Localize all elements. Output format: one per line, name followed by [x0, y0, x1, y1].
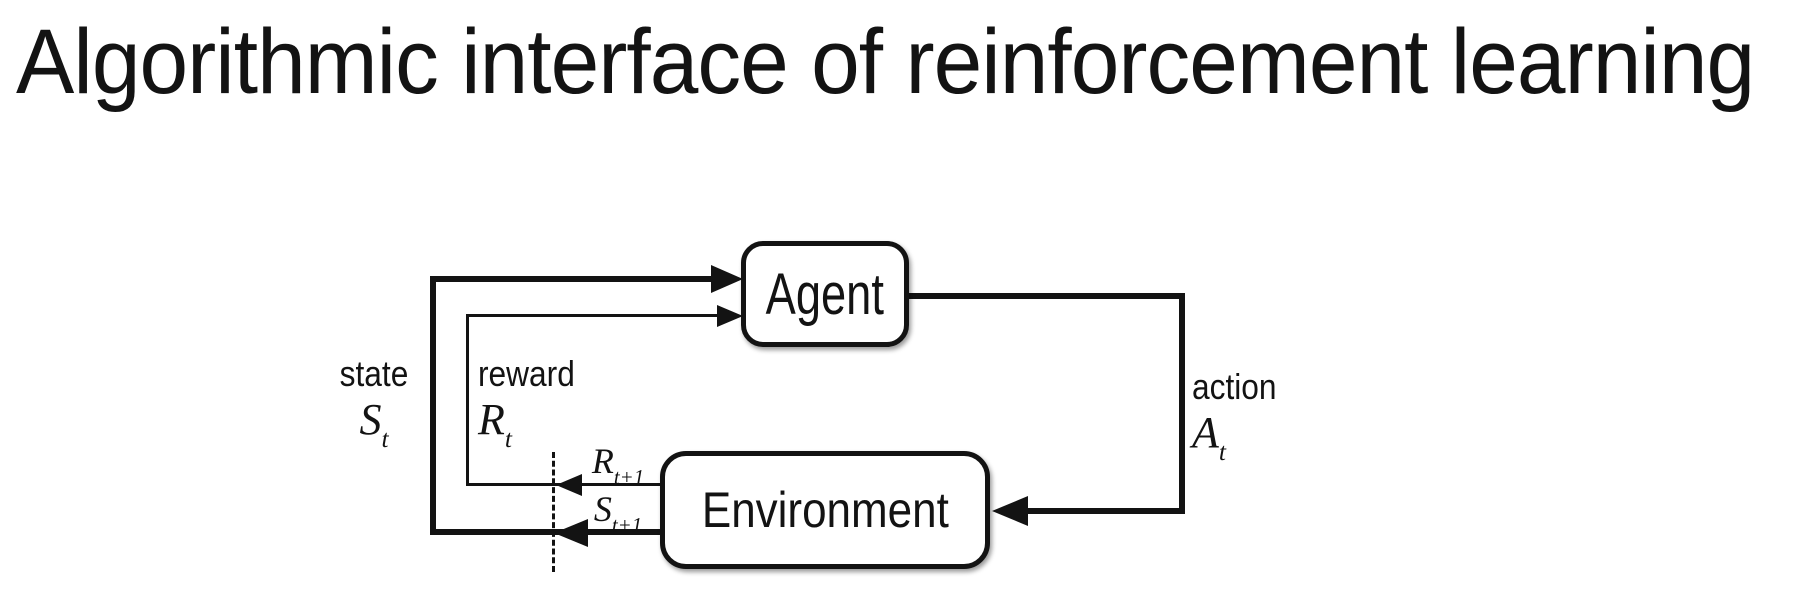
action-line-top [905, 293, 1185, 299]
state-line-bottom [430, 529, 664, 535]
state-line-top [430, 276, 713, 282]
next-state-label: St+1 [572, 489, 664, 537]
reward-line-top [466, 314, 718, 317]
agent-node: Agent [741, 241, 909, 347]
slide-title: Algorithmic interface of reinforcement l… [16, 11, 1755, 113]
reward-arrowhead-into-agent [717, 305, 743, 327]
agent-node-label: Agent [765, 261, 885, 327]
action-arrowhead-into-environment [992, 496, 1028, 526]
next-reward-label: Rt+1 [572, 441, 664, 489]
next-reward-arrowhead [556, 474, 582, 496]
environment-node: Environment [660, 451, 990, 569]
action-line-bottom [1024, 508, 1185, 514]
state-symbol: St [359, 395, 389, 453]
next-state-symbol: St+1 [593, 489, 643, 537]
action-symbol: At [1192, 408, 1226, 466]
environment-node-label: Environment [701, 482, 949, 538]
reward-line-vertical [466, 314, 469, 486]
state-arrowhead-into-agent [711, 265, 743, 293]
action-word: action [1192, 366, 1277, 407]
action-line-vertical [1179, 293, 1185, 514]
next-state-arrowhead [554, 519, 588, 547]
action-label: action At [1192, 366, 1288, 466]
state-label: state St [322, 353, 426, 453]
reward-label: reward Rt [478, 353, 588, 453]
time-step-boundary-dashed-line [552, 452, 555, 572]
reward-word: reward [478, 353, 575, 394]
next-reward-symbol: Rt+1 [591, 441, 645, 489]
reward-symbol: Rt [478, 395, 512, 453]
state-line-vertical [430, 276, 436, 535]
state-word: state [339, 353, 409, 394]
